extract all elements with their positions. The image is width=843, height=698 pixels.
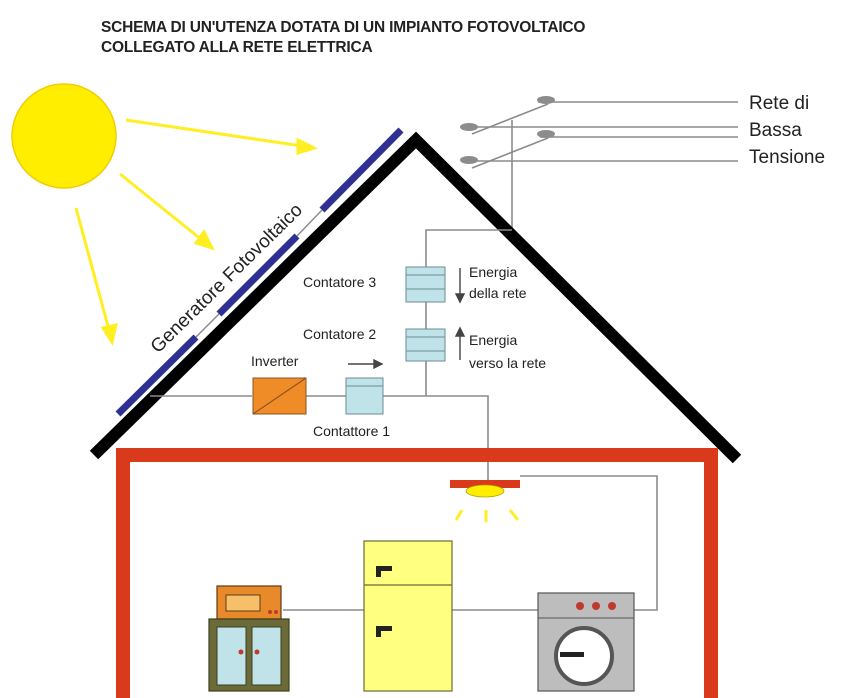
pv-panel-3 [319, 127, 404, 213]
washing-machine-icon [537, 592, 635, 692]
microwave-icon [216, 585, 282, 620]
sun-ray-2 [119, 172, 203, 242]
pole-arm-1 [471, 103, 549, 135]
insulators [460, 96, 555, 164]
grid-label-line-1: Rete di [749, 93, 809, 114]
pv-panel-2 [216, 233, 300, 317]
meter-3-label: Contatore 3 [303, 274, 376, 290]
energy-to-grid-line-1: Energia [469, 332, 517, 348]
house-walls [116, 448, 718, 698]
generator-label: Generatore Fotovoltaico [147, 200, 307, 358]
inverter-label: Inverter [251, 353, 299, 369]
sun-ray-3-head [100, 322, 119, 346]
roof [89, 131, 742, 464]
kitchen-cabinet-icon [208, 618, 290, 692]
pv-panel-1 [115, 334, 199, 417]
meter-3 [405, 266, 446, 303]
diagram-title: SCHEMA DI UN'UTENZA DOTATA DI UN IMPIANT… [101, 18, 585, 58]
energy-to-grid-line-2: verso la rete [469, 355, 546, 371]
energy-from-grid-line-2: della rete [469, 285, 527, 301]
arrow-down-icon [454, 268, 466, 304]
wire-meter1-bus [383, 395, 489, 480]
arrow-up-icon [454, 326, 466, 360]
sun-ray-2-head [193, 229, 215, 251]
sun-rays [74, 118, 318, 346]
grid-label-line-2: Bassa [749, 120, 802, 141]
meter-2 [405, 328, 446, 362]
meter-1-label: Contattore 1 [313, 423, 390, 439]
pv-string-2 [296, 209, 323, 237]
sun-ray-1 [125, 118, 303, 148]
meter-2-label: Contatore 2 [303, 326, 376, 342]
insulator-1 [537, 96, 555, 104]
meter-1 [345, 377, 384, 415]
inverter-flow-arrow [348, 358, 384, 370]
insulator-2 [460, 123, 478, 131]
sun-ray-1-head [296, 137, 318, 156]
pv-string [195, 313, 220, 338]
title-line-1: SCHEMA DI UN'UTENZA DOTATA DI UN IMPIANT… [101, 19, 586, 36]
sun-ray-3 [74, 207, 111, 331]
wire-meter3-grid [425, 229, 512, 267]
grid-label-line-3: Tensione [749, 147, 825, 168]
energy-from-grid-line-1: Energia [469, 264, 517, 280]
ceiling-lamp-icon [450, 480, 520, 522]
inverter [252, 377, 307, 415]
refrigerator-icon [363, 540, 453, 692]
wire-lamp-washer [520, 475, 658, 611]
pole-arm-2 [471, 137, 549, 169]
sun-icon [11, 83, 117, 189]
insulator-3 [537, 130, 555, 138]
insulator-4 [460, 156, 478, 164]
pv-generator [115, 127, 404, 417]
title-line-2: COLLEGATO ALLA RETE ELETTRICA [101, 39, 373, 56]
power-lines [470, 101, 738, 230]
